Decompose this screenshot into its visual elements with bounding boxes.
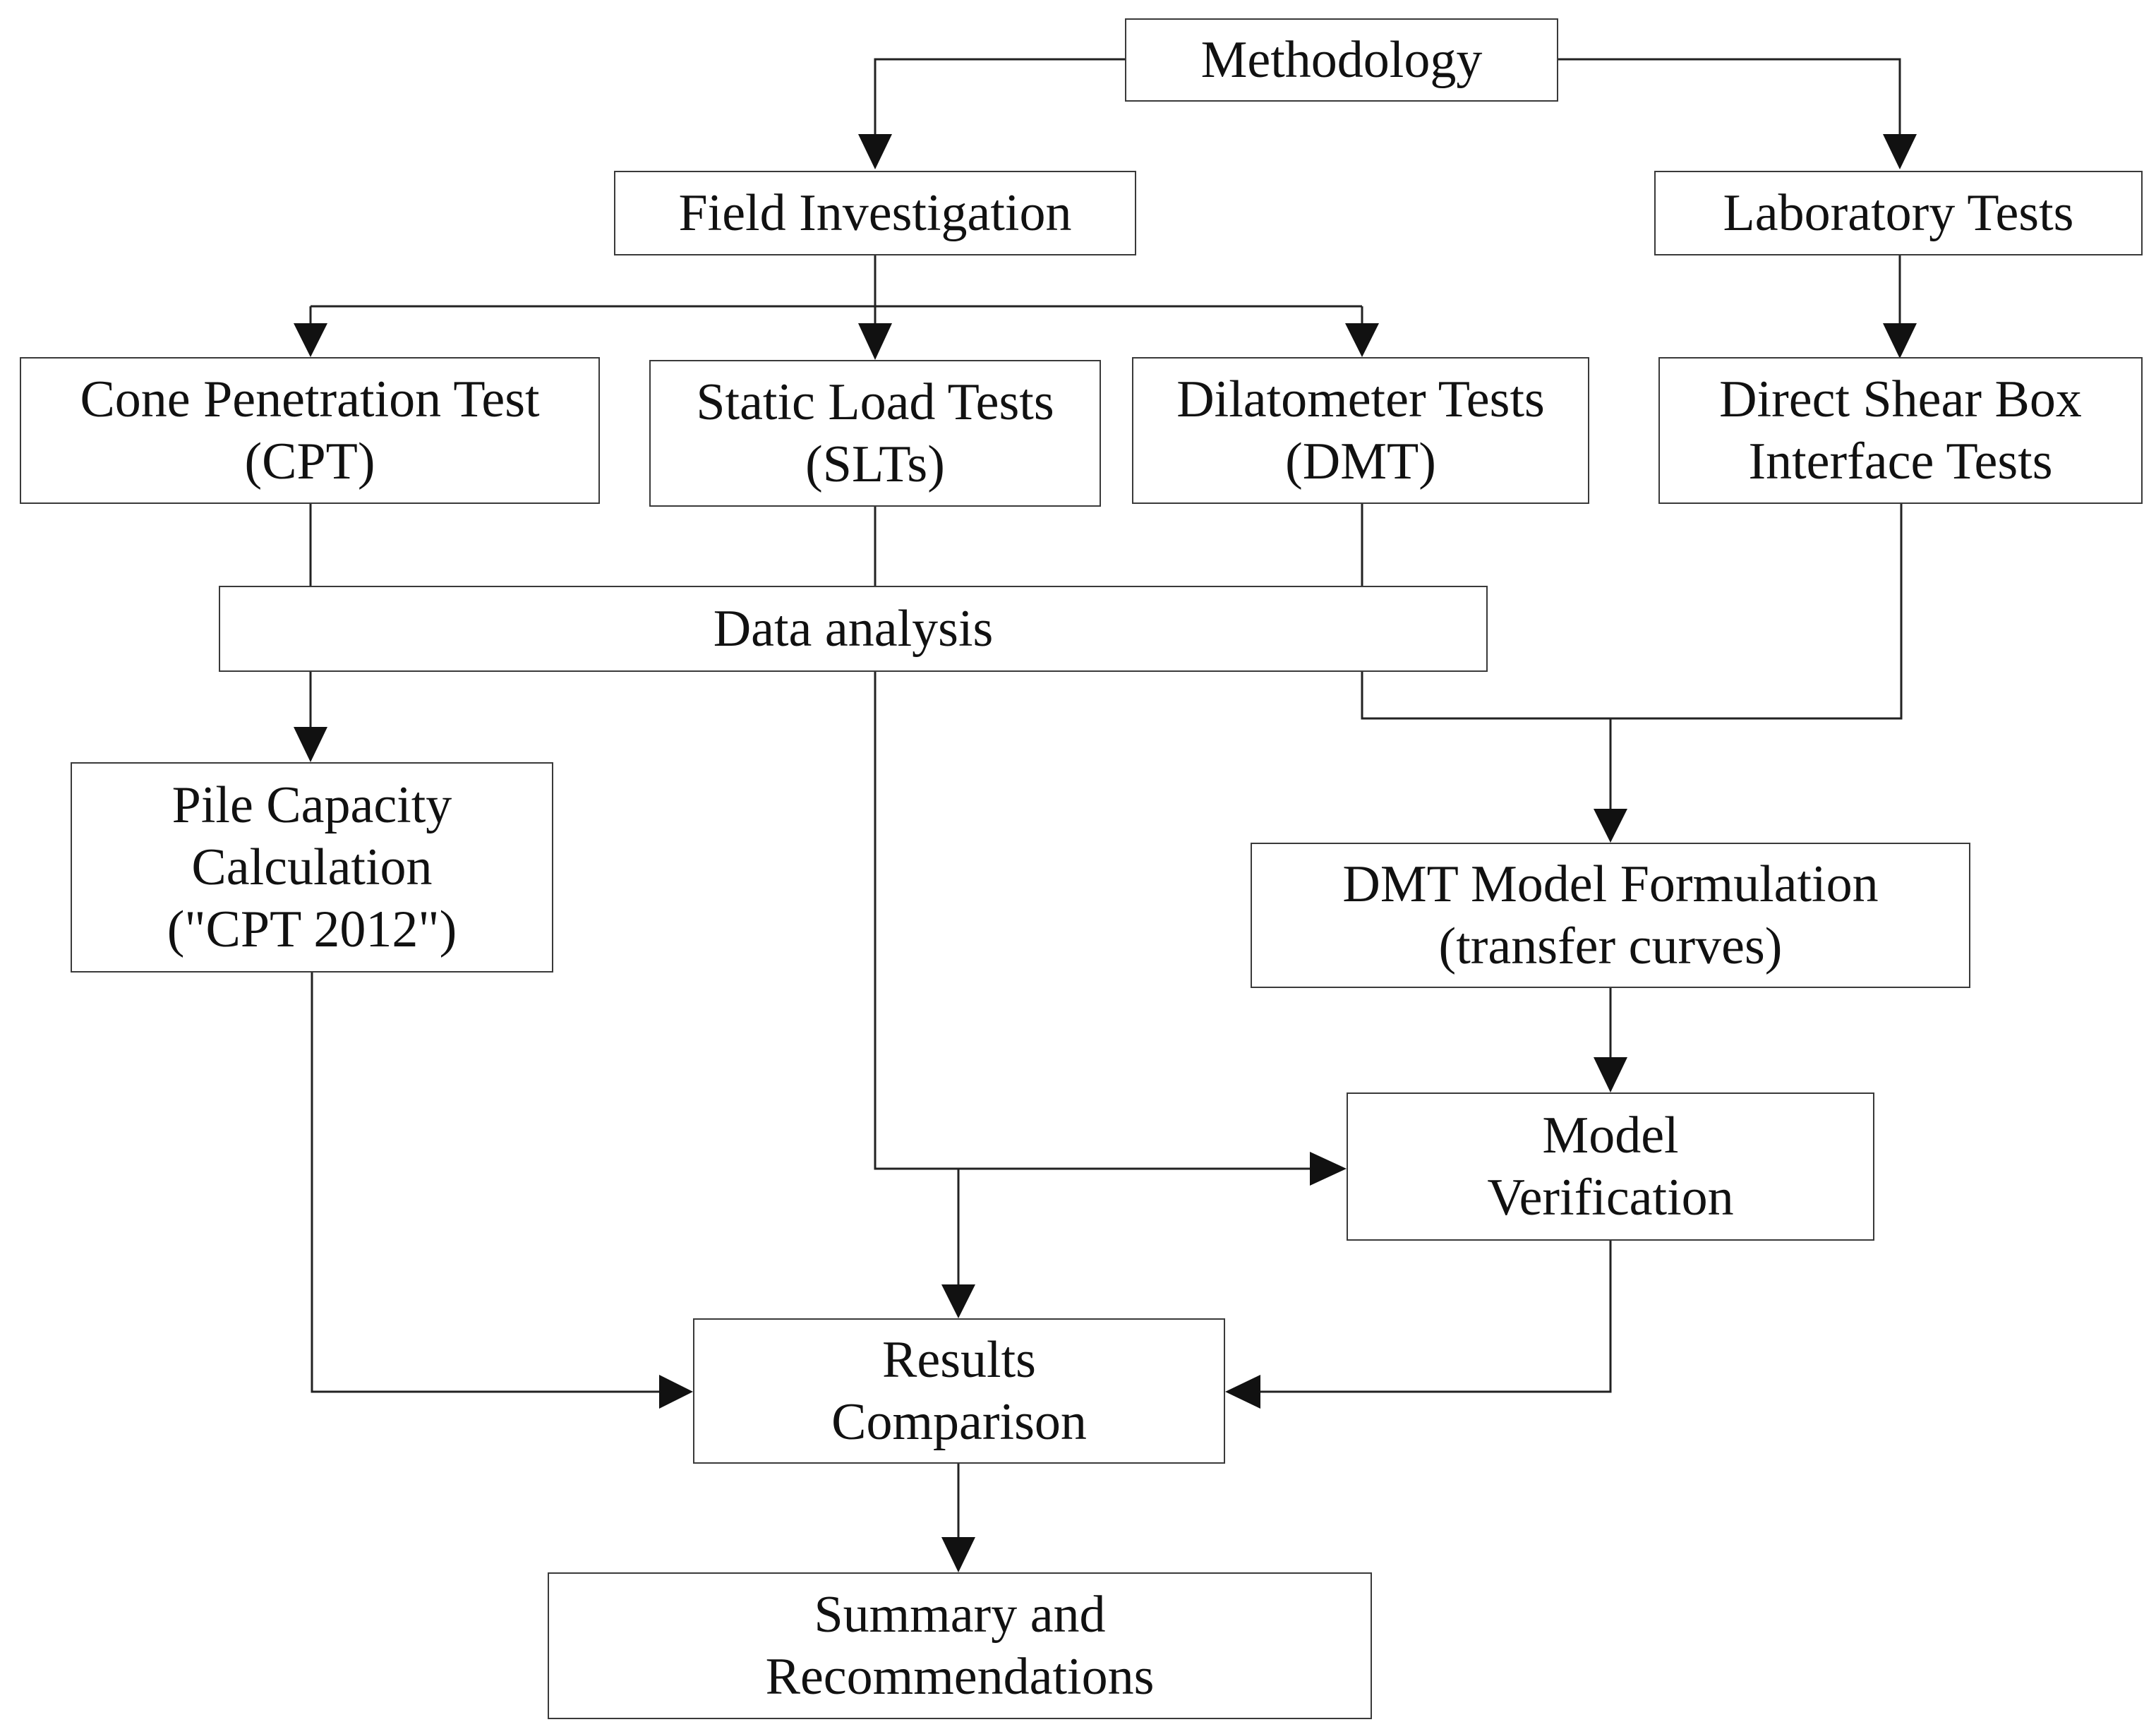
node-cpt-line-2: (CPT) (244, 433, 375, 490)
node-dmt-model-formulation-line-1: DMT Model Formulation (1342, 855, 1879, 913)
node-pile-capacity: Pile Capacity Calculation ("CPT 2012") (71, 762, 553, 973)
node-cpt: Cone Penetration Test (CPT) (20, 357, 600, 504)
node-cpt-line-1: Cone Penetration Test (80, 371, 540, 428)
arrowhead-laboratory-tests (1883, 134, 1917, 169)
arrowhead-results-right (1225, 1375, 1260, 1409)
connector-verification-to-results (1260, 1241, 1612, 1393)
node-pile-capacity-line-1: Pile Capacity (171, 776, 452, 834)
connector-methodology-to-laboratory-tests (1558, 58, 1901, 134)
node-summary-recommendations: Summary and Recommendations (548, 1572, 1372, 1719)
connector-data-analysis-to-model-verification (874, 672, 1311, 1170)
arrowhead-slt (858, 323, 892, 360)
node-laboratory-tests-line-1: Laboratory Tests (1723, 184, 2074, 242)
node-dmt-model-formulation-line-2: (transfer curves) (1438, 917, 1783, 975)
connector-shear-box-to-dmt-model (1610, 502, 1903, 720)
node-methodology-line-1: Methodology (1200, 31, 1483, 89)
node-model-verification-line-2: Verification (1487, 1169, 1734, 1227)
node-summary-recommendations-line-2: Recommendations (765, 1648, 1155, 1706)
node-direct-shear-box-line-1: Direct Shear Box (1719, 371, 2082, 428)
connector-pile-capacity-to-results (311, 973, 661, 1393)
node-field-investigation-line-1: Field Investigation (678, 184, 1072, 242)
node-field-investigation: Field Investigation (614, 171, 1136, 255)
node-model-verification: Model Verification (1347, 1092, 1874, 1241)
arrowhead-pile-capacity (294, 727, 327, 762)
arrowhead-model-verification-left (1310, 1152, 1347, 1186)
node-slt: Static Load Tests (SLTs) (649, 360, 1101, 507)
node-methodology: Methodology (1125, 18, 1558, 102)
node-results-comparison-line-2: Comparison (831, 1393, 1087, 1451)
node-dmt: Dilatometer Tests (DMT) (1132, 357, 1589, 504)
arrowhead-field-investigation (858, 134, 892, 169)
node-dmt-line-2: (DMT) (1285, 433, 1436, 490)
node-data-analysis-line-1: Data analysis (713, 600, 994, 658)
arrowhead-shear-box (1883, 323, 1917, 359)
node-data-analysis: Data analysis (219, 586, 1488, 672)
node-slt-line-2: (SLTs) (805, 435, 945, 493)
arrowhead-results-left (659, 1375, 693, 1409)
node-dmt-line-1: Dilatometer Tests (1176, 371, 1545, 428)
connector-data-analysis-to-dmt-model (1361, 672, 1610, 720)
arrowhead-summary (941, 1537, 975, 1572)
arrowhead-dmt-model (1594, 809, 1627, 843)
connector-methodology-to-field-investigation (874, 58, 1125, 134)
arrowhead-model-verification-top (1594, 1057, 1627, 1092)
arrowhead-cpt (294, 323, 327, 357)
node-slt-line-1: Static Load Tests (696, 373, 1054, 431)
node-results-comparison-line-1: Results (882, 1331, 1036, 1389)
node-direct-shear-box-line-2: Interface Tests (1748, 433, 2053, 490)
node-dmt-model-formulation: DMT Model Formulation (transfer curves) (1251, 843, 1970, 988)
node-pile-capacity-line-2: Calculation (191, 838, 433, 896)
arrowhead-dmt (1345, 323, 1379, 357)
arrowhead-results-top (941, 1284, 975, 1318)
node-model-verification-line-1: Model (1542, 1107, 1679, 1164)
node-laboratory-tests: Laboratory Tests (1654, 171, 2143, 255)
node-pile-capacity-line-3: ("CPT 2012") (167, 901, 457, 958)
node-summary-recommendations-line-1: Summary and (814, 1586, 1106, 1644)
node-results-comparison: Results Comparison (693, 1318, 1225, 1464)
node-direct-shear-box: Direct Shear Box Interface Tests (1658, 357, 2143, 504)
